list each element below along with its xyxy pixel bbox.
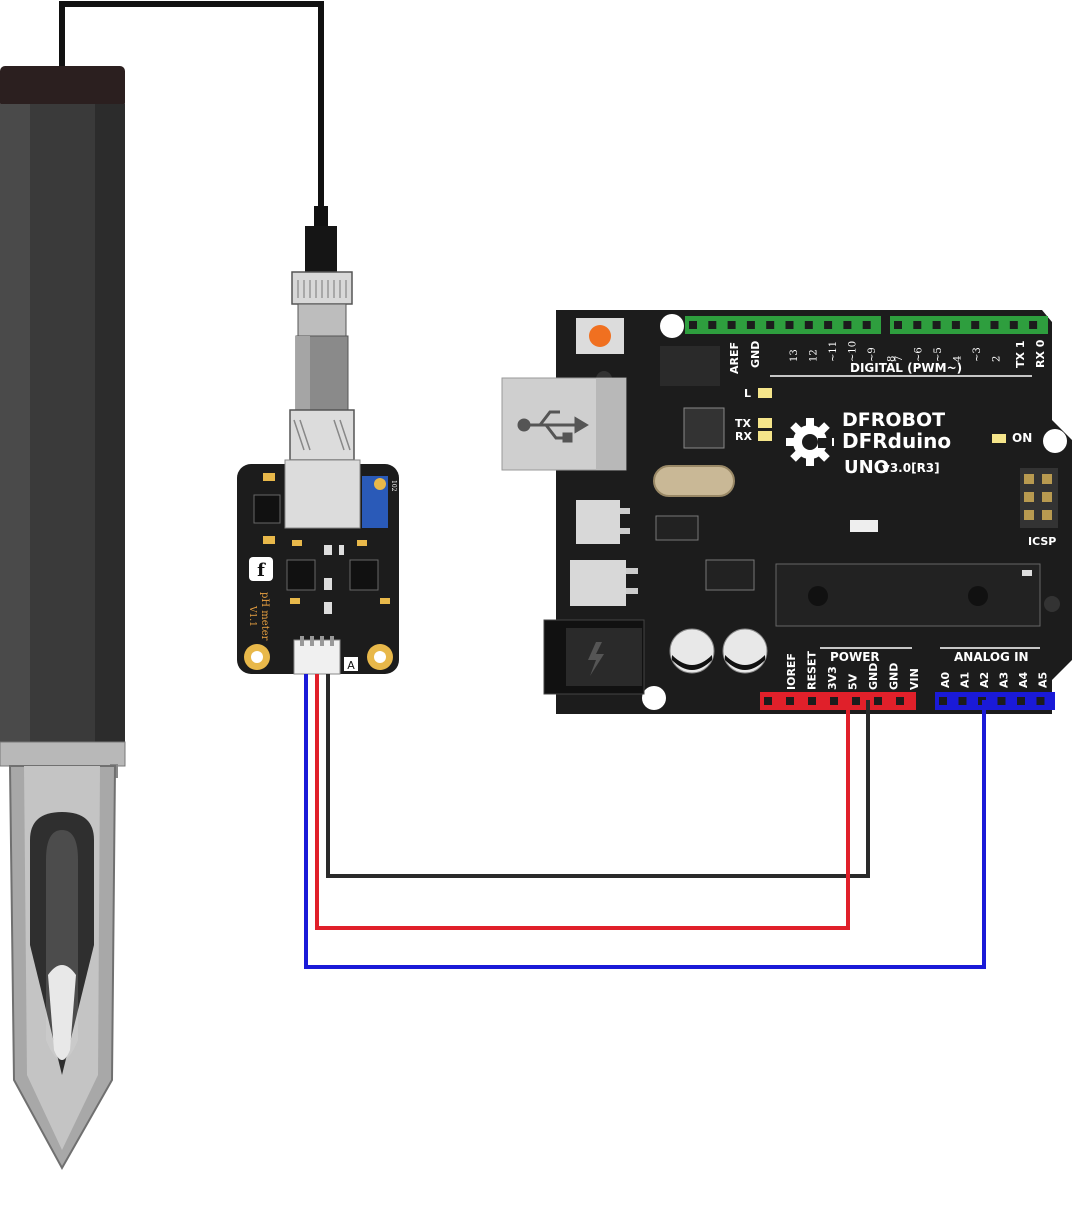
power-pin-hole-5[interactable] <box>874 697 882 705</box>
digital-pin-hole-8[interactable] <box>843 321 852 329</box>
pin-label-power-6: VIN <box>908 668 921 690</box>
digital-pin-hole-low-6[interactable] <box>1009 321 1018 329</box>
analog-header[interactable] <box>935 692 1055 710</box>
pot-label: 102 <box>390 480 397 492</box>
power-pin-hole-2[interactable] <box>808 697 816 705</box>
brand-dfrduino: DFRduino <box>842 429 951 453</box>
wire-5v <box>315 674 850 930</box>
pin-label-gnd-digital: GND <box>749 341 762 368</box>
digital-pin-hole-2[interactable] <box>727 321 736 329</box>
pin-label-power-2: 3V3 <box>826 666 839 690</box>
digital-pin-hole-low-0[interactable] <box>894 321 902 329</box>
pin-label-power-5: GND <box>888 663 901 690</box>
digital-pin-hole-9[interactable] <box>862 321 871 329</box>
analog-pin-hole-5[interactable] <box>1036 697 1045 705</box>
pin-label-analog-0: A0 <box>939 671 952 688</box>
pin-label-analog-2: A2 <box>978 672 991 688</box>
pin-label-digital-high-4: ~9 <box>867 347 878 362</box>
led-label-rx: RX <box>735 430 752 443</box>
digital-pin-hole-1[interactable] <box>708 321 717 329</box>
digital-header[interactable] <box>685 316 1048 334</box>
digital-pin-hole-6[interactable] <box>804 321 813 329</box>
pin-label-digital-high-2: ~11 <box>828 341 839 362</box>
pin-label-digital-low-1: ~6 <box>914 347 925 362</box>
led-label-l: L <box>744 387 751 400</box>
pin-label-tx1: TX 1 <box>1014 341 1027 368</box>
on-label: ON <box>1012 431 1032 445</box>
pin-label-power-4: GND <box>867 663 880 690</box>
pin-label-power-1: RESET <box>806 651 819 690</box>
module-title: pH meter <box>259 592 270 641</box>
power-pin-hole-4[interactable] <box>852 697 860 705</box>
power-header-title: POWER <box>830 650 880 664</box>
analog-header-title: ANALOG IN <box>954 650 1029 664</box>
pin-label-analog-5: A5 <box>1037 672 1050 688</box>
wire-signal-a2 <box>304 674 986 969</box>
digital-pin-hole-low-2[interactable] <box>932 321 941 329</box>
pin-label-digital-high-0: 13 <box>789 349 800 362</box>
pin-label-digital-low-3: 4 <box>953 356 964 362</box>
module-version: V1.1 <box>247 605 257 627</box>
analog-pin-hole-3[interactable] <box>997 697 1006 705</box>
brand-version: v3.0[R3] <box>882 461 940 475</box>
analog-pin-hole-1[interactable] <box>958 697 967 705</box>
usb-icon <box>517 410 589 443</box>
power-pin-hole-0[interactable] <box>764 697 772 705</box>
digital-pin-hole-low-5[interactable] <box>990 321 999 329</box>
power-pin-hole-6[interactable] <box>896 697 904 705</box>
pin-label-aref: AREF <box>728 342 741 374</box>
digital-pin-hole-5[interactable] <box>785 321 794 329</box>
digital-pin-hole-0[interactable] <box>689 321 697 329</box>
digital-pin-hole-4[interactable] <box>766 321 775 329</box>
brand-uno: UNO <box>844 457 889 478</box>
ph-module: 102 f pH meter V1.1 A <box>237 459 399 675</box>
pin-label-analog-3: A3 <box>998 672 1011 688</box>
pin-label-power-0: IOREF <box>785 653 798 690</box>
connector-label: A <box>347 659 355 672</box>
brand-dfrobot: DFROBOT <box>842 409 945 431</box>
pin-label-power-3: 5V <box>847 673 860 690</box>
gear-icon <box>786 418 834 466</box>
digital-pin-hole-low-1[interactable] <box>913 321 922 329</box>
arduino-board: ICSP L TX RX ON DFROBOT DFRduino UNO v3.… <box>501 310 1072 714</box>
module-logo <box>249 557 273 581</box>
ph-probe <box>0 66 126 1171</box>
pin-label-rx0: RX 0 <box>1034 339 1047 368</box>
lightning-icon <box>588 642 604 676</box>
probe-cable <box>59 1 324 210</box>
pin-label-digital-low-5: 2 <box>992 356 1003 362</box>
pin-label-digital-high-5: 8 <box>887 356 898 362</box>
digital-pin-hole-low-3[interactable] <box>951 321 960 329</box>
digital-pin-hole-7[interactable] <box>824 321 833 329</box>
digital-pin-hole-low-7[interactable] <box>1029 321 1038 329</box>
analog-pin-hole-0[interactable] <box>939 697 947 705</box>
power-header[interactable] <box>760 692 916 710</box>
digital-header-title: DIGITAL (PWM~) <box>850 361 962 375</box>
pin-label-analog-4: A4 <box>1017 671 1030 688</box>
pin-label-digital-low-2: ~5 <box>933 347 944 362</box>
digital-pin-hole-low-4[interactable] <box>971 321 980 329</box>
pin-label-digital-high-3: ~10 <box>848 341 859 362</box>
pin-label-analog-1: A1 <box>959 672 972 688</box>
digital-pin-hole-3[interactable] <box>746 321 755 329</box>
power-pin-hole-1[interactable] <box>786 697 794 705</box>
analog-pin-hole-4[interactable] <box>1017 697 1025 705</box>
module-logo-glyph: f <box>257 560 266 581</box>
led-label-tx: TX <box>735 417 752 430</box>
pin-label-digital-high-1: 12 <box>809 349 820 362</box>
icsp-label: ICSP <box>1028 535 1056 548</box>
wire-gnd <box>326 674 870 878</box>
pin-label-digital-low-0: 7 <box>894 356 905 362</box>
bnc-connector <box>289 206 355 461</box>
power-pin-hole-3[interactable] <box>830 697 838 705</box>
pin-label-digital-low-4: ~3 <box>972 347 983 362</box>
